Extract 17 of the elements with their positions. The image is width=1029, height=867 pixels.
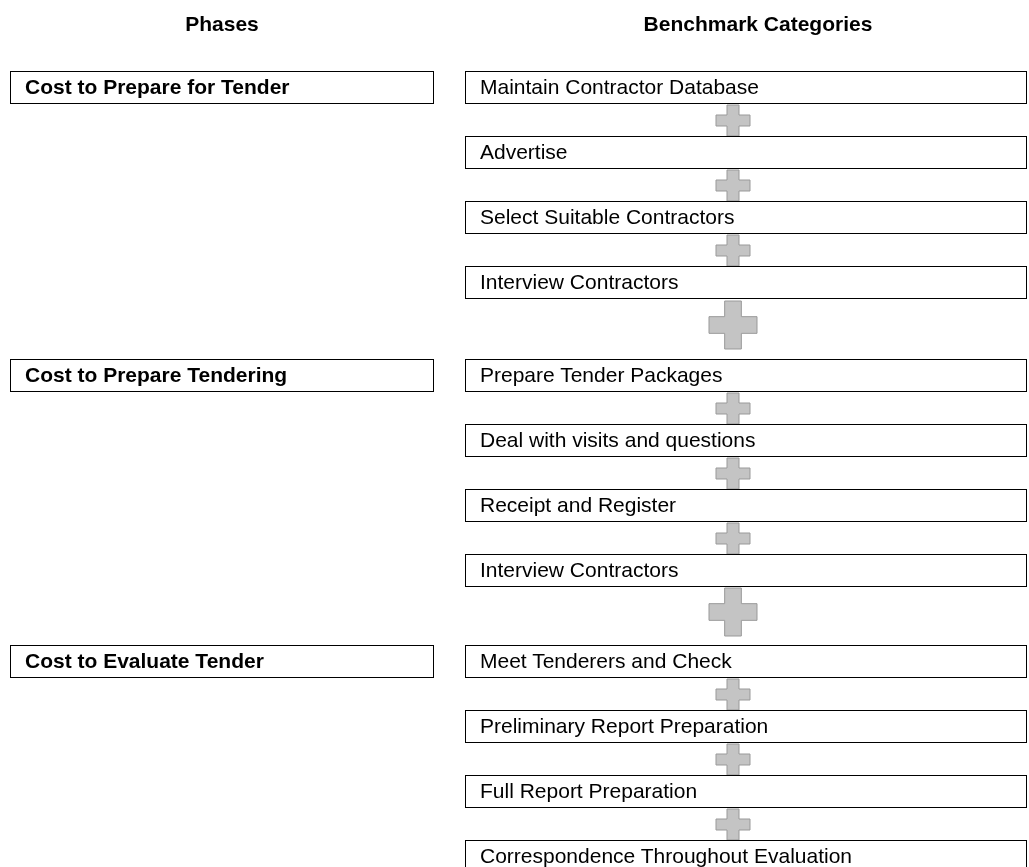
- category-box: Advertise: [465, 136, 1027, 169]
- category-box: Full Report Preparation: [465, 775, 1027, 808]
- category-box: Meet Tenderers and Check: [465, 645, 1027, 678]
- category-box: Prepare Tender Packages: [465, 359, 1027, 392]
- category-box: Deal with visits and questions: [465, 424, 1027, 457]
- phase-box: Cost to Prepare for Tender: [10, 71, 434, 104]
- category-box: Preliminary Report Preparation: [465, 710, 1027, 743]
- phase-box: Cost to Prepare Tendering: [10, 359, 434, 392]
- category-box: Interview Contractors: [465, 554, 1027, 587]
- column-heading: Phases: [185, 12, 259, 36]
- category-box: Maintain Contractor Database: [465, 71, 1027, 104]
- phase-box: Cost to Evaluate Tender: [10, 645, 434, 678]
- category-box: Interview Contractors: [465, 266, 1027, 299]
- column-heading: Benchmark Categories: [643, 12, 873, 36]
- category-box: Select Suitable Contractors: [465, 201, 1027, 234]
- category-box: Correspondence Throughout Evaluation: [465, 840, 1027, 867]
- category-box: Receipt and Register: [465, 489, 1027, 522]
